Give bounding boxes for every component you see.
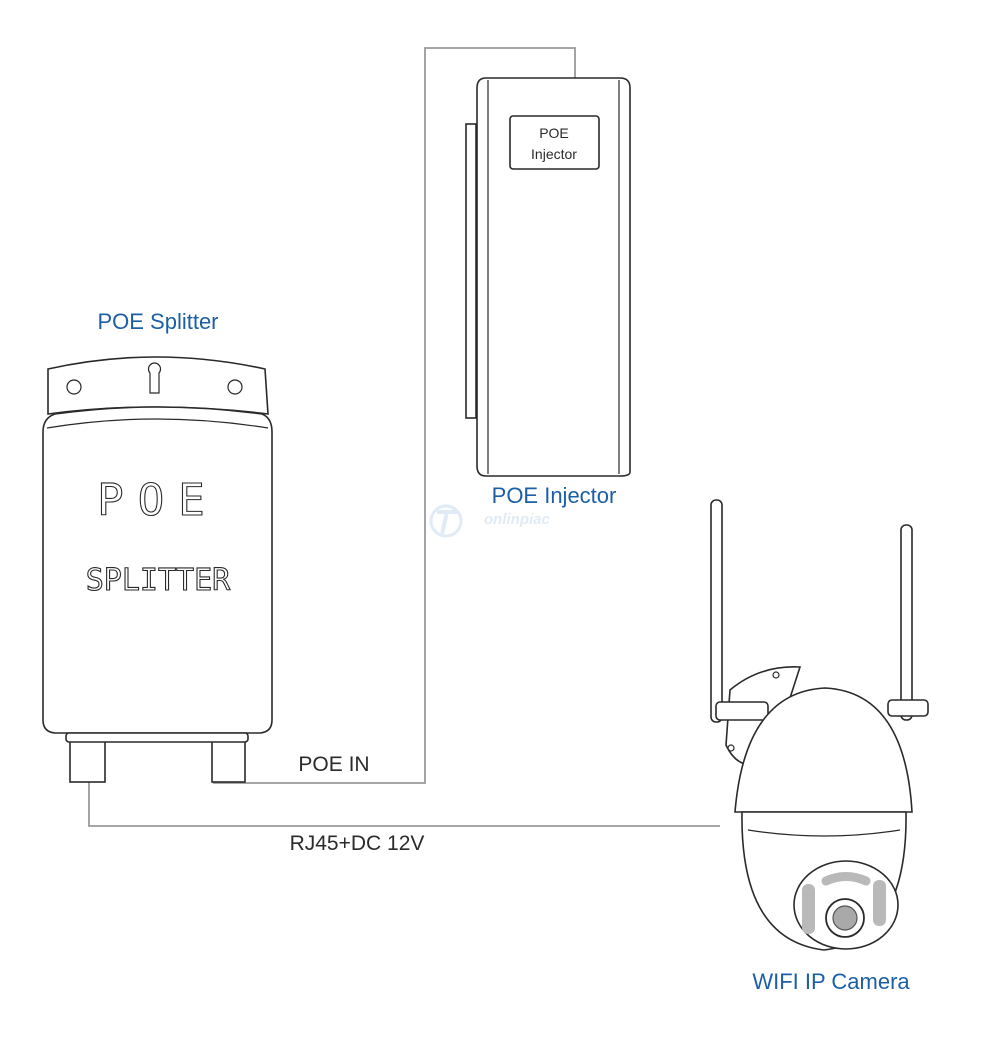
- injector-label: POE Injector: [492, 483, 617, 508]
- poe-in-label: POE IN: [298, 753, 369, 776]
- injector-badge: [509, 115, 600, 170]
- keyhole-slot: [147, 362, 162, 394]
- poe-injector-device: POE Injector: [465, 77, 631, 477]
- mount-hole-right: [227, 379, 243, 395]
- mount-hole-left: [66, 379, 82, 395]
- led-top: [821, 872, 871, 886]
- poe-splitter-device: POE SPLITTER: [42, 356, 273, 783]
- splitter-stencil-bottom: SPLITTER: [86, 563, 231, 598]
- injector-badge-line1: POE: [539, 125, 569, 141]
- wifi-ip-camera: [710, 499, 929, 951]
- led-right: [873, 880, 886, 926]
- splitter-label: POE Splitter: [97, 309, 218, 334]
- injector-badge-line2: Injector: [531, 146, 577, 162]
- watermark-logo: onlinpiac: [429, 504, 550, 538]
- rj45-dc-label: RJ45+DC 12V: [290, 832, 425, 855]
- splitter-stencil-top: POE: [97, 475, 218, 526]
- antenna-left: [710, 499, 723, 723]
- antenna-right: [900, 524, 913, 721]
- rj45-dc-cable: [88, 780, 720, 827]
- camera-label: WIFI IP Camera: [752, 969, 910, 994]
- led-left: [802, 884, 815, 934]
- watermark-text: onlinpiac: [484, 511, 550, 528]
